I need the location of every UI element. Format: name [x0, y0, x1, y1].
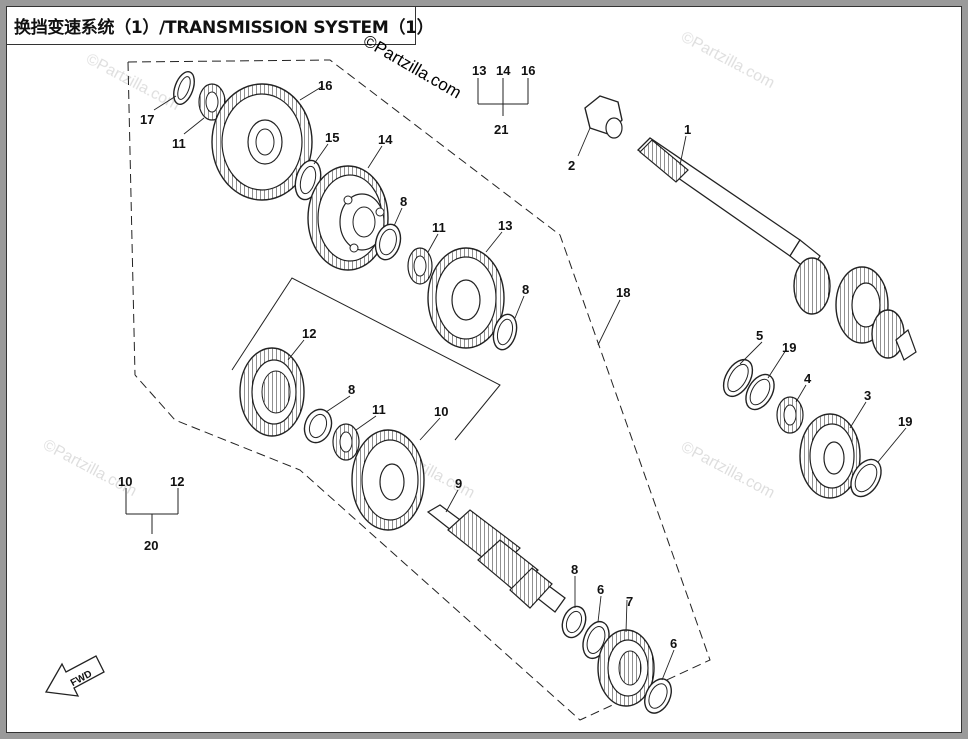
callout-12: 12	[302, 326, 316, 341]
fwd-arrow-icon: FWD	[44, 655, 105, 697]
watermark-faint: ©Partzilla.com	[678, 439, 777, 503]
page-title: 换挡变速系统（1）/TRANSMISSION SYSTEM（1）	[6, 6, 434, 45]
part-12-gear	[239, 347, 305, 437]
callout-19b: 19	[898, 414, 912, 429]
group-20-bracket	[125, 488, 179, 534]
part-4-needle-bearing	[776, 396, 804, 434]
part-14-gear	[307, 165, 389, 271]
callout-16: 16	[318, 78, 332, 93]
part-8-circlip	[492, 313, 518, 351]
group-21-bracket	[477, 78, 529, 116]
callout-15: 15	[325, 130, 339, 145]
callout-8c: 8	[348, 382, 355, 397]
part-6-washer	[644, 678, 672, 714]
part-8-circlip	[374, 223, 402, 261]
part-19-washer	[745, 373, 775, 411]
part-19-washer	[850, 458, 882, 498]
callout-14: 14	[378, 132, 393, 147]
part-8-circlip	[561, 605, 587, 639]
callout-11a: 11	[172, 136, 186, 151]
callout-5: 5	[756, 328, 763, 343]
callout-1: 1	[684, 122, 691, 137]
callout-2: 2	[568, 158, 575, 173]
part-8-circlip	[303, 408, 333, 444]
part-11-needle-bearing	[407, 247, 433, 285]
callout-8a: 8	[400, 194, 407, 209]
callout-13: 13	[498, 218, 512, 233]
subgroup-outline	[231, 277, 501, 441]
watermark-main: ©Partzilla.com	[360, 31, 465, 102]
callout-6a: 6	[597, 582, 604, 597]
part-17-thrust-washer	[173, 71, 195, 105]
callout-17: 17	[140, 112, 154, 127]
callout-13-group: 13	[472, 63, 486, 78]
callout-3: 3	[864, 388, 871, 403]
part-11-needle-bearing	[332, 423, 360, 461]
callout-8b: 8	[522, 282, 529, 297]
callout-14-group: 14	[496, 63, 511, 78]
callout-18: 18	[616, 285, 630, 300]
callout-7: 7	[626, 594, 633, 609]
callout-12-group: 12	[170, 474, 184, 489]
callout-11c: 11	[372, 402, 386, 417]
part-10-gear	[351, 429, 425, 531]
callout-9: 9	[455, 476, 462, 491]
assembly-outline-18	[127, 61, 136, 376]
callout-10-group: 10	[118, 474, 132, 489]
part-1-main-shaft	[636, 137, 917, 361]
callout-10: 10	[434, 404, 448, 419]
callout-labels: 1 2 3 4 5 19 19 18 13 14 16 21 16 17 11 …	[118, 63, 912, 651]
part-3-gear	[799, 413, 861, 499]
callout-21: 21	[494, 122, 508, 137]
part-2-nut	[584, 95, 623, 139]
part-13-gear	[427, 247, 505, 349]
callout-16-group: 16	[521, 63, 535, 78]
callout-20: 20	[144, 538, 158, 553]
part-7-gear	[597, 629, 655, 707]
leader-lines	[153, 85, 907, 681]
callout-19a: 19	[782, 340, 796, 355]
callout-4: 4	[804, 371, 812, 386]
watermark-faint: ©Partzilla.com	[678, 29, 777, 93]
part-9-shaft	[426, 504, 566, 613]
callout-11b: 11	[432, 220, 446, 235]
part-5-circlip	[722, 358, 754, 398]
callout-8d: 8	[571, 562, 578, 577]
callout-6b: 6	[670, 636, 677, 651]
part-11-needle-bearing	[198, 83, 226, 121]
watermark-faint: ©Partzilla.com	[83, 51, 182, 115]
diagram-frame	[6, 6, 962, 733]
part-16-gear	[211, 83, 313, 201]
watermark-faint: ©Partzilla.com	[40, 437, 139, 501]
